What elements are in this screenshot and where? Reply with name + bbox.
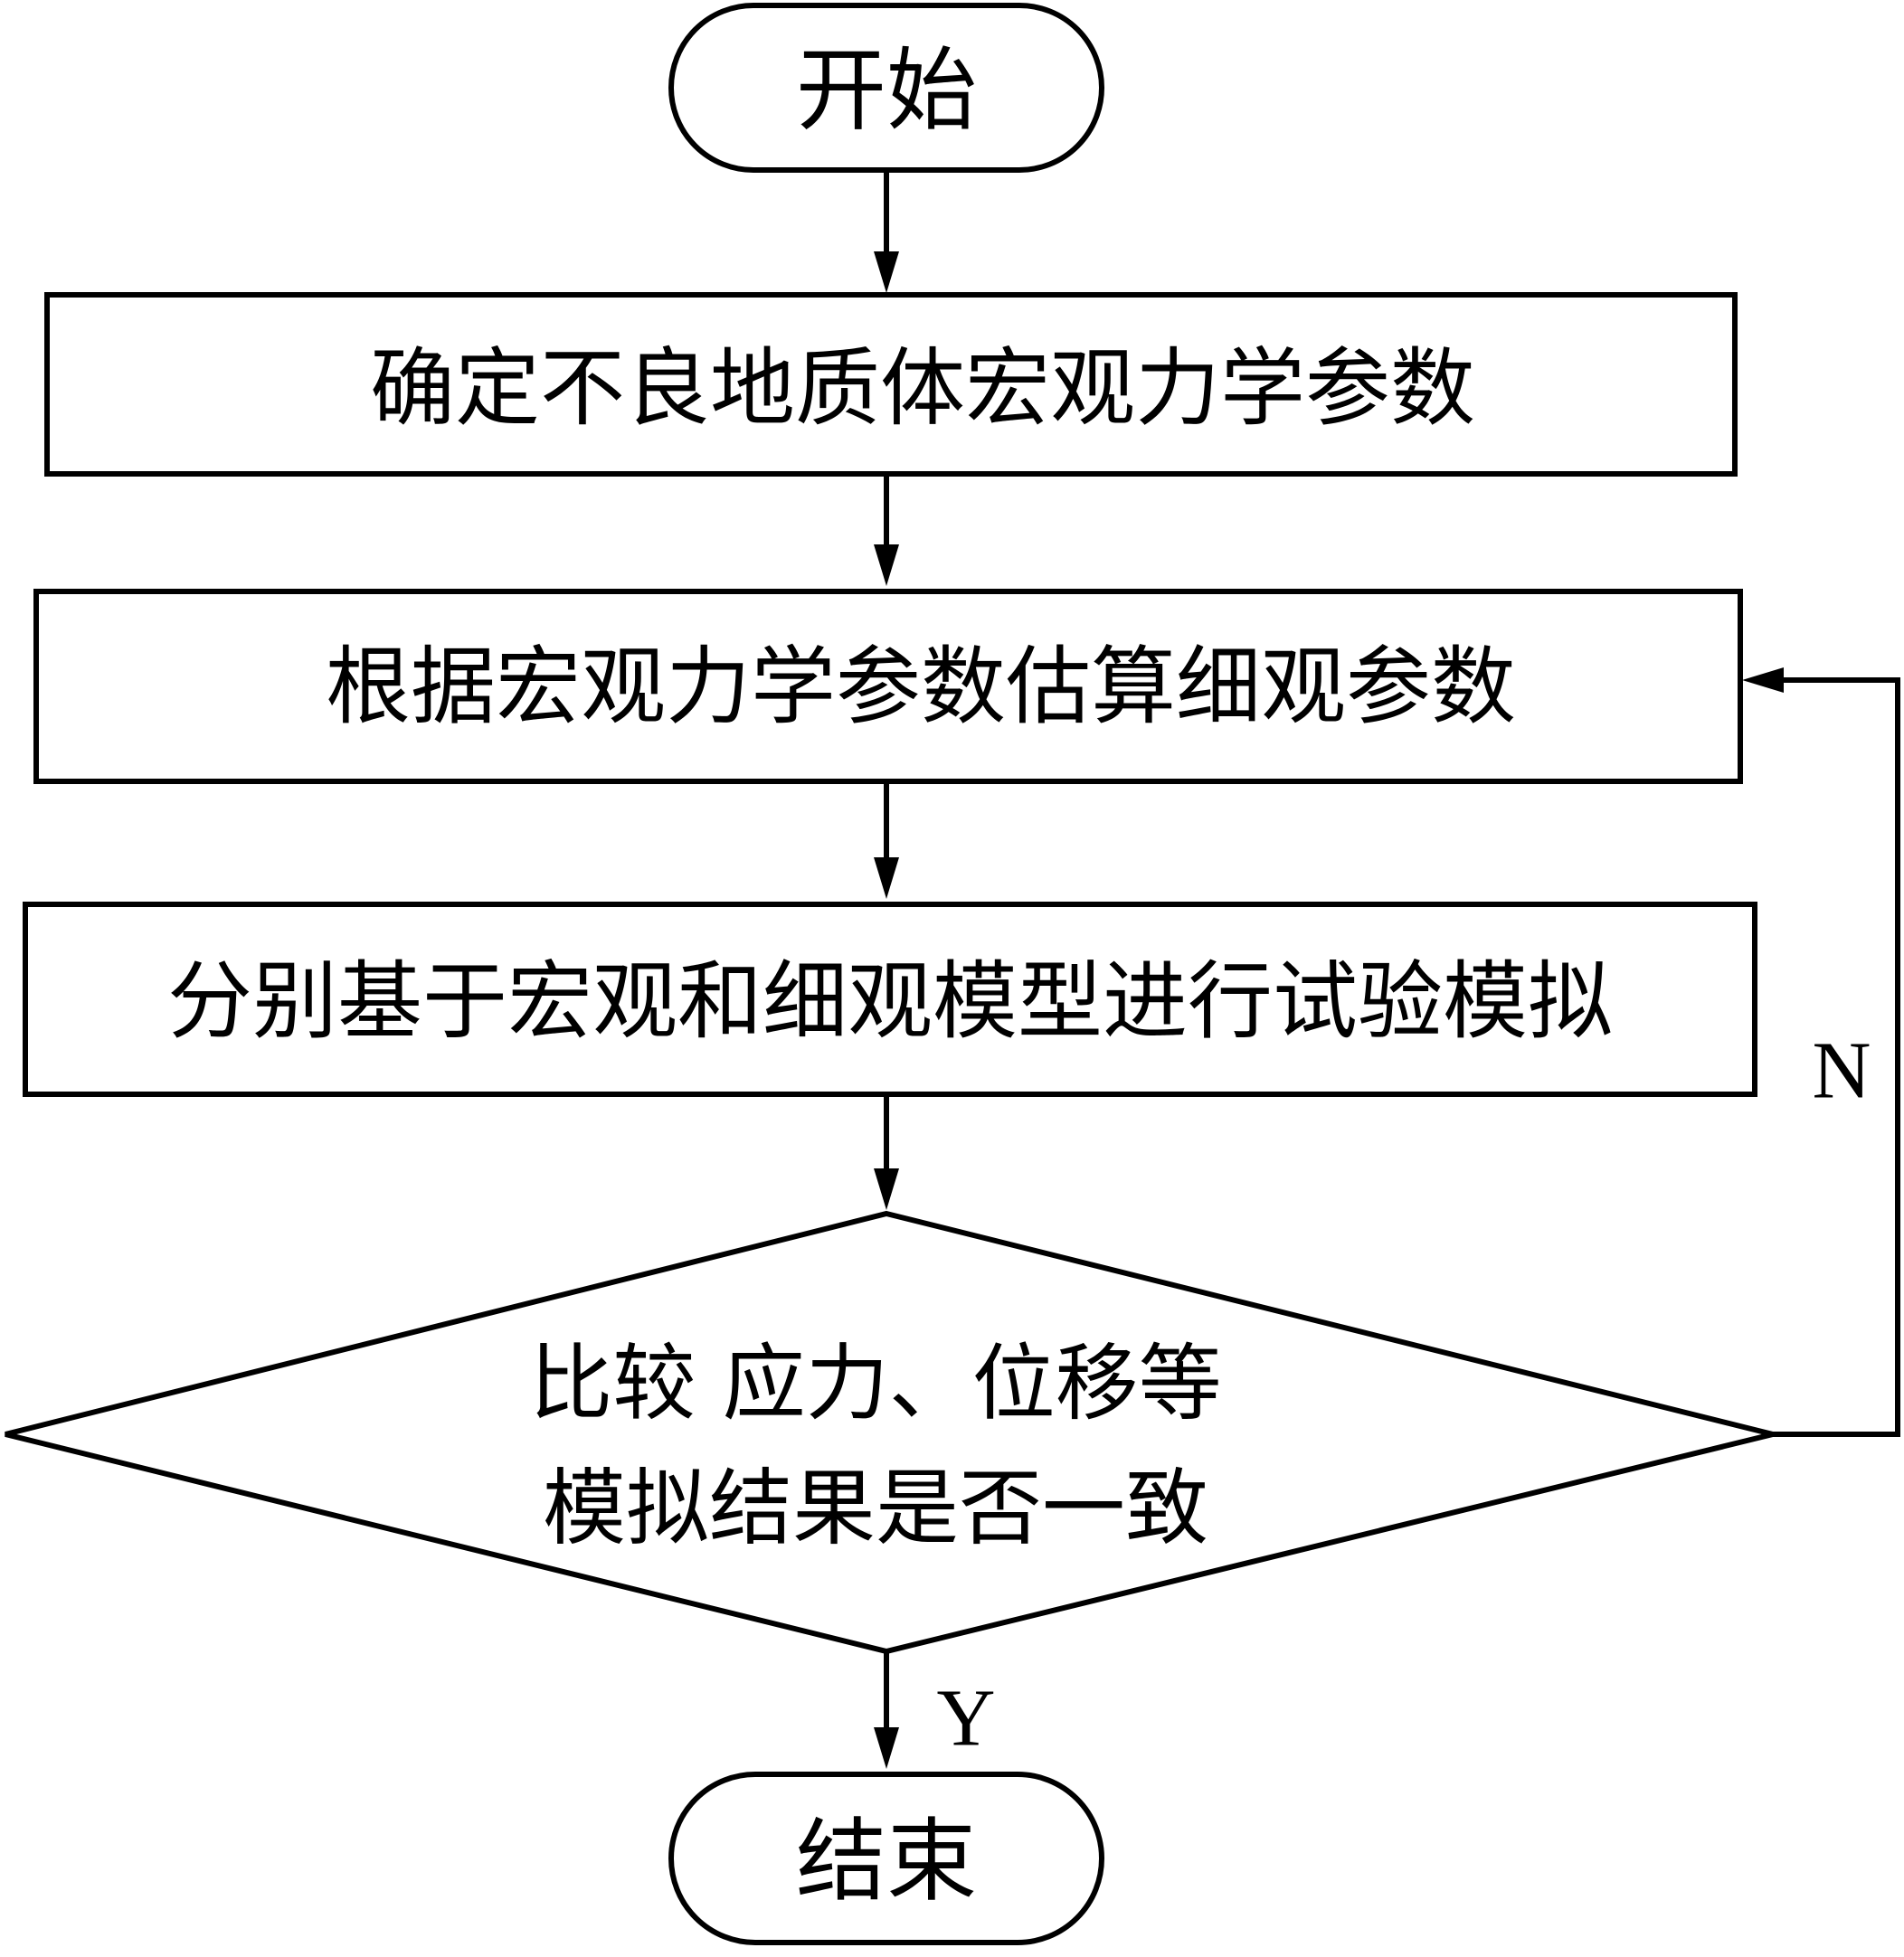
edge-start-to-step1 bbox=[874, 170, 899, 293]
arrowhead-down-icon bbox=[874, 1727, 899, 1769]
end-terminator-shape bbox=[668, 1772, 1104, 1945]
edge-step2-to-step3 bbox=[874, 781, 899, 899]
start-node: 开始 bbox=[668, 3, 1104, 173]
step2-node: 根据宏观力学参数估算细观参数 bbox=[33, 589, 1743, 784]
decision-node: 比较 应力、位移等 模拟结果是否一致 bbox=[5, 1210, 1774, 1655]
step1-label: 确定不良地质体宏观力学参数 bbox=[370, 340, 1475, 439]
branch-label-yes: Y bbox=[937, 1674, 996, 1763]
end-node: 结束 bbox=[668, 1772, 1104, 1945]
step2-label: 根据宏观力学参数估算细观参数 bbox=[326, 638, 1516, 737]
arrowhead-down-icon bbox=[874, 857, 899, 899]
step3-node: 分别基于宏观和细观模型进行试验模拟 bbox=[23, 902, 1757, 1097]
decision-label-line2: 模拟结果是否一致 bbox=[543, 1461, 1208, 1557]
branch-label-no: N bbox=[1813, 1026, 1871, 1116]
end-label: 结束 bbox=[796, 1809, 977, 1914]
edge-step3-to-decision bbox=[874, 1094, 899, 1210]
decision-diamond-shape bbox=[5, 1210, 1774, 1655]
edge-decision-no-to-step2: N bbox=[1742, 667, 1900, 1437]
decision-label-line1: 比较 应力、位移等 bbox=[529, 1336, 1221, 1432]
step3-process-box bbox=[23, 902, 1757, 1097]
arrowhead-down-icon bbox=[874, 1168, 899, 1210]
step1-process-box bbox=[44, 292, 1738, 477]
step1-node: 确定不良地质体宏观力学参数 bbox=[44, 292, 1738, 477]
arrowhead-down-icon bbox=[874, 544, 899, 586]
arrowhead-left-icon bbox=[1742, 667, 1784, 693]
step3-label: 分别基于宏观和细观模型进行试验模拟 bbox=[167, 953, 1613, 1052]
start-label: 开始 bbox=[796, 38, 977, 144]
edge-loop-line bbox=[1773, 677, 1900, 1437]
arrowhead-down-icon bbox=[874, 251, 899, 293]
edge-step1-to-step2 bbox=[874, 474, 899, 586]
edge-decision-yes-to-end: Y bbox=[874, 1651, 996, 1769]
